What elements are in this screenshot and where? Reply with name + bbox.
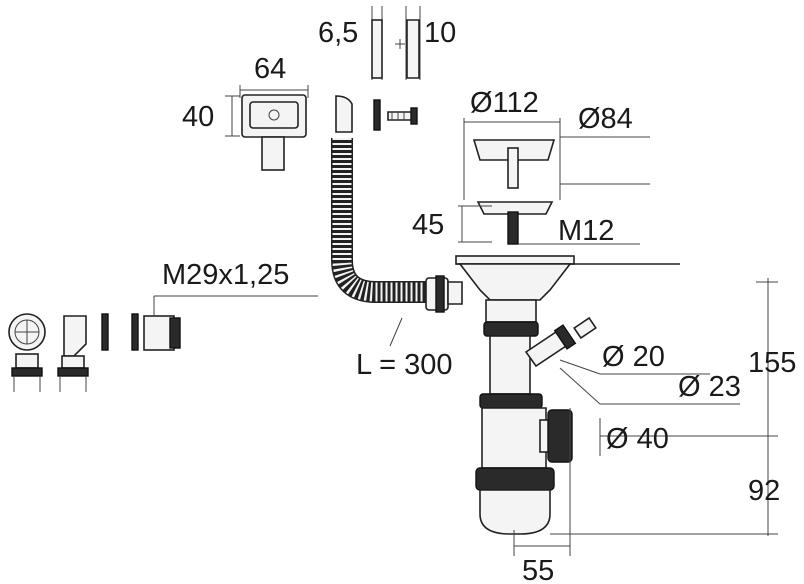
label-bolt: M12 xyxy=(558,215,614,247)
label-height-bottom: 92 xyxy=(748,475,780,507)
label-offset: 55 xyxy=(522,555,554,584)
label-basket-inner: Ø84 xyxy=(578,103,633,135)
spacer-washers xyxy=(371,6,421,80)
label-thread: M29x1,25 xyxy=(162,259,289,291)
overflow-box xyxy=(225,85,309,171)
label-hose-length: L = 300 xyxy=(356,349,453,381)
trap-body xyxy=(475,316,597,535)
label-spacer-thin: 6,5 xyxy=(318,17,358,49)
label-overflow-width: 64 xyxy=(254,53,286,85)
label-spacer-thick: 10 xyxy=(424,17,456,49)
label-height-top: 155 xyxy=(748,347,796,379)
dimension-lines xyxy=(389,278,778,556)
label-basket-outer: Ø112 xyxy=(470,87,539,119)
side-accessories xyxy=(8,295,318,392)
corrugated-hose xyxy=(331,138,463,313)
label-overflow-height: 40 xyxy=(182,101,214,133)
overflow-connector xyxy=(335,95,418,133)
sink-flange xyxy=(455,255,680,323)
label-side-inlet: Ø 20 xyxy=(602,341,665,373)
label-depth: 45 xyxy=(412,209,444,241)
label-side-inlet-outer: Ø 23 xyxy=(678,371,741,403)
label-outlet: Ø 40 xyxy=(606,423,669,455)
basket-strainer xyxy=(458,118,650,245)
